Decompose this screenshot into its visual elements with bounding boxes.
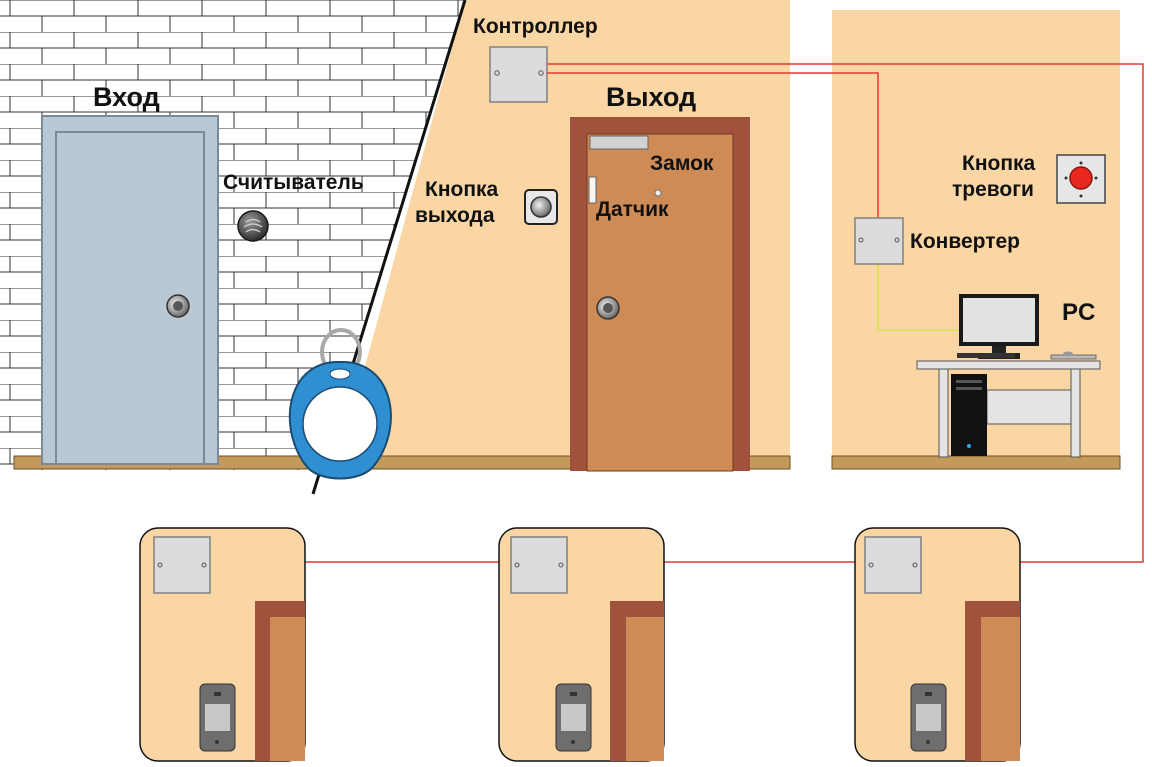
- alarm-button-label-line1: Кнопка: [962, 152, 1036, 175]
- entrance-label: Вход: [93, 82, 160, 112]
- reader-label: Считыватель: [223, 171, 364, 194]
- pc-label: PC: [1062, 299, 1095, 326]
- entrance-door: [41, 115, 219, 465]
- alarm-button-icon: [1056, 154, 1106, 204]
- remote-room-2: [498, 527, 665, 762]
- converter-label: Конвертер: [910, 230, 1020, 253]
- rfid-keyfob-icon: [288, 328, 392, 480]
- converter-box: [854, 217, 904, 265]
- lock-icon: [589, 135, 649, 150]
- door-sensor-icon: [588, 176, 597, 204]
- card-reader-icon: [910, 683, 947, 752]
- door-sensor-magnet: [654, 189, 662, 197]
- wire-converter-to-pc: [877, 262, 963, 331]
- push-button-icon: [524, 189, 558, 225]
- lock-label: Замок: [650, 152, 714, 175]
- desktop-computer-icon: [916, 294, 1101, 458]
- exit-button-label-line2: выхода: [415, 204, 495, 227]
- wire-controller-network: [210, 63, 1144, 563]
- remote-room-1: [139, 527, 306, 762]
- controller-box: [489, 46, 548, 103]
- card-reader-icon: [199, 683, 236, 752]
- card-reader-icon: [555, 683, 592, 752]
- wire-controller-to-converter: [547, 72, 879, 218]
- controller-label: Контроллер: [473, 15, 598, 38]
- sensor-label: Датчик: [596, 198, 669, 221]
- remote-room-3: [854, 527, 1021, 762]
- alarm-button-label-line2: тревоги: [952, 178, 1034, 201]
- exit-button-label-line1: Кнопка: [425, 178, 499, 201]
- floor-pc-room: [831, 455, 1121, 470]
- proximity-reader-icon: [237, 210, 269, 242]
- exit-label: Выход: [606, 82, 696, 112]
